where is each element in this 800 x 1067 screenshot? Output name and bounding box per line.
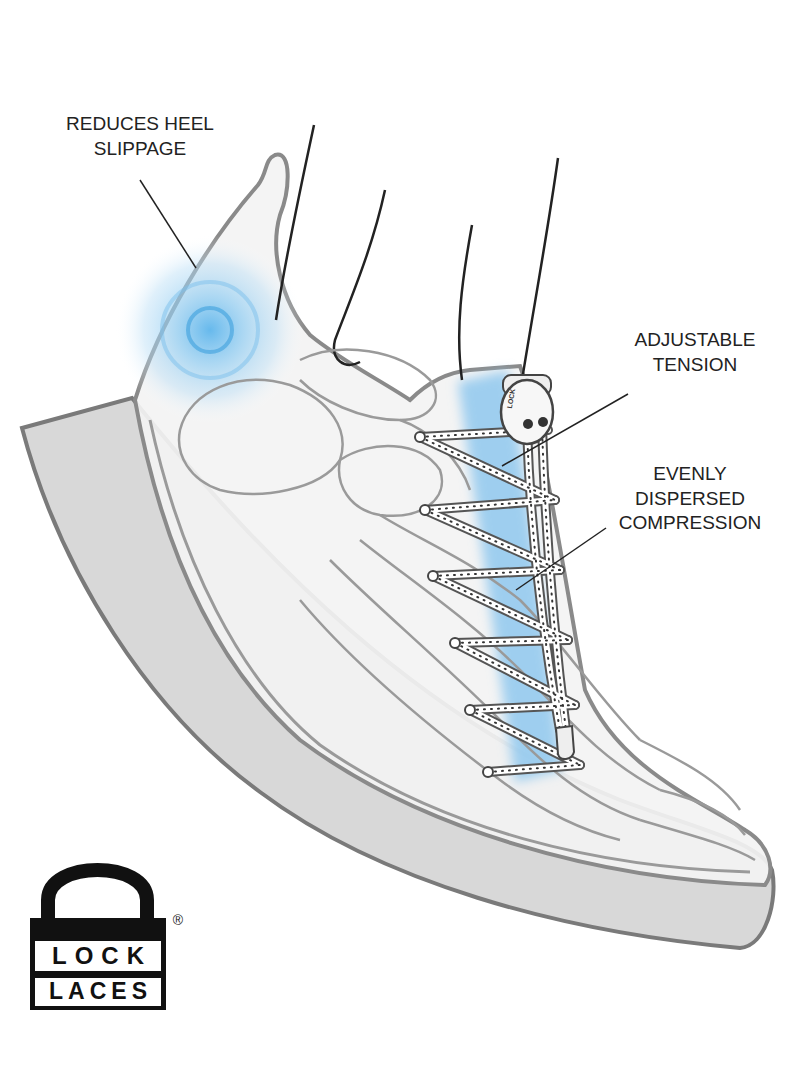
logo-word: LOCK bbox=[35, 942, 161, 971]
foot-bones bbox=[179, 350, 755, 860]
heel-ring bbox=[188, 308, 232, 352]
heel-glow bbox=[115, 235, 305, 425]
heel-ring bbox=[162, 282, 258, 378]
leader-line bbox=[140, 180, 196, 268]
lock-toggle bbox=[501, 375, 553, 444]
callout-label: EVENLY DISPERSED COMPRESSION bbox=[610, 462, 770, 536]
logo-word: LACES bbox=[35, 978, 161, 1006]
brand-logo bbox=[30, 870, 166, 1010]
leg-line bbox=[459, 225, 472, 380]
leader-line bbox=[516, 528, 606, 590]
leg-line bbox=[276, 125, 314, 320]
leg-line bbox=[522, 158, 558, 380]
callout-label: ADJUSTABLE TENSION bbox=[615, 328, 775, 377]
leader-lines bbox=[140, 180, 628, 590]
callout-label: REDUCES HEEL SLIPPAGE bbox=[60, 112, 220, 161]
registered-mark: ® bbox=[168, 912, 188, 929]
leader-line bbox=[502, 394, 628, 466]
laces bbox=[415, 426, 580, 777]
leg-line bbox=[334, 190, 385, 365]
